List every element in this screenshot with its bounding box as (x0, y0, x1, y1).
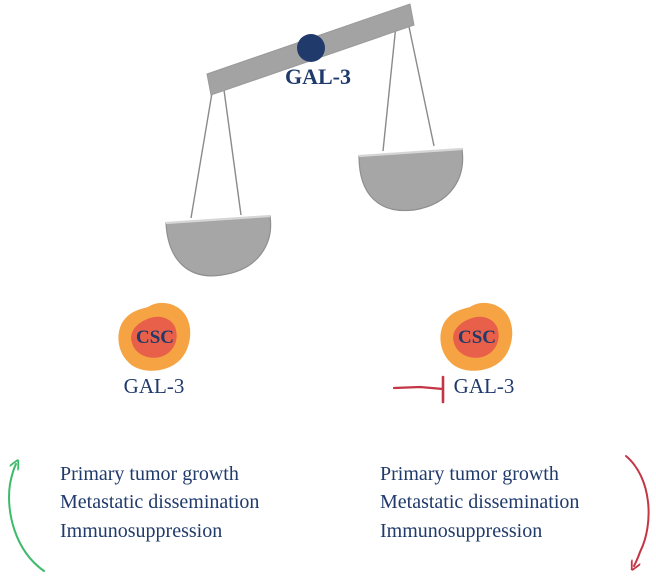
left-csc-cell-icon (118, 302, 191, 371)
left-effect-item: Metastatic dissemination (60, 491, 259, 513)
left-pan-string-inner (223, 89, 242, 216)
right-scale-pan (358, 147, 464, 212)
left-effect-item: Primary tumor growth (60, 463, 239, 485)
left-effects-list: Primary tumor growth Metastatic dissemin… (60, 463, 259, 542)
scale-strings (190, 21, 435, 219)
left-gal3-label: GAL-3 (124, 374, 185, 398)
fulcrum-label: GAL-3 (285, 64, 351, 89)
right-effect-item: Immunosuppression (380, 520, 542, 542)
right-gal3-label: GAL-3 (454, 374, 515, 398)
left-csc-label: CSC (136, 327, 174, 348)
right-effect-item: Primary tumor growth (380, 463, 559, 485)
right-effect-item: Metastatic dissemination (380, 491, 579, 513)
arrow-up-icon (8, 464, 45, 572)
inhibitor-icon (392, 375, 445, 404)
right-csc-cell-icon (440, 302, 513, 371)
left-effect-item: Immunosuppression (60, 520, 222, 542)
right-csc-label: CSC (458, 327, 496, 348)
right-pan-string-inner (382, 24, 397, 152)
right-pan-string-outer (407, 21, 435, 147)
right-effects-list: Primary tumor growth Metastatic dissemin… (380, 463, 579, 542)
pivot-icon (297, 34, 325, 62)
left-scale-pan (165, 214, 272, 277)
arrow-down-icon (625, 455, 650, 566)
left-pan-string-outer (190, 92, 213, 219)
